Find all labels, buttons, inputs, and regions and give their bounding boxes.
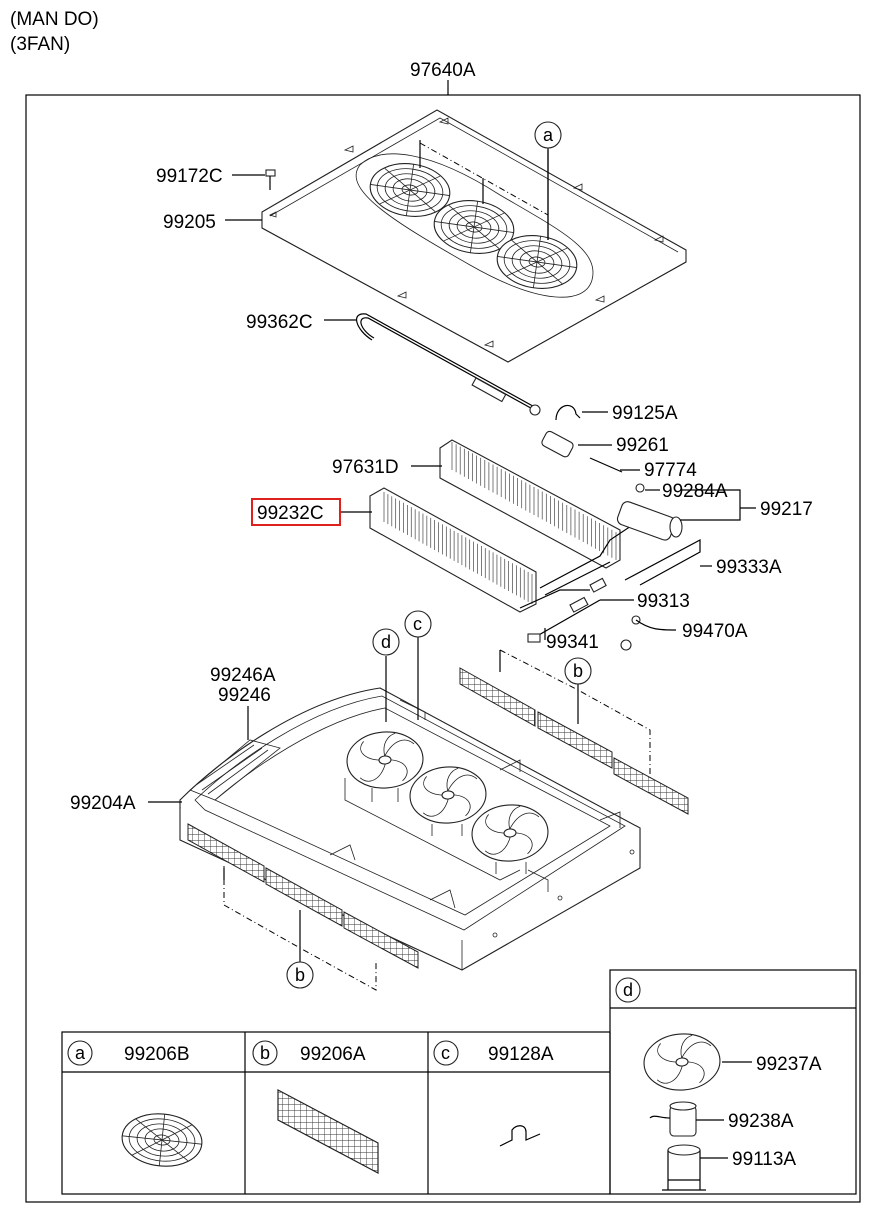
label-99246: 99246 [218,685,271,706]
legend-b-part: 99206A [300,1044,366,1065]
legend-d-part-3: 99113A [732,1149,796,1170]
receiver-99217 [616,483,683,541]
piping [519,519,701,643]
bolt-97774 [589,457,623,473]
legend-c-key: c [441,1043,450,1063]
label-99284A: 99284A [662,481,728,502]
label-99217: 99217 [760,499,813,520]
legend-d-part-2: 99238A [728,1111,794,1132]
grille-set-lower [187,823,419,969]
legend-b-key: b [260,1043,270,1063]
leader-lines [148,150,756,991]
clamp-99125A [555,404,581,421]
drier-99261 [541,430,574,458]
header-notes: (MAN DO) (3FAN) [10,9,99,55]
bolt-99172C [265,169,276,190]
callout-c: c [413,614,422,634]
label-99362C: 99362C [246,312,313,333]
nut-99470A [620,639,632,651]
label-99232C[interactable]: 99232C [257,503,324,524]
legend-c-part: 99128A [488,1044,554,1065]
pipe-99362C [356,313,541,416]
legend-a-key: a [75,1043,86,1063]
label-99470A: 99470A [682,621,748,642]
top-cover [261,109,687,363]
label-97640A: 97640A [410,60,476,81]
label-99204A: 99204A [70,793,136,814]
lower-housing [179,687,641,971]
callout-b-lower: b [295,965,305,985]
callout-circles [286,121,592,989]
label-97631D: 97631D [332,457,399,478]
legend-a-part: 99206B [124,1044,190,1065]
callout-b-upper: b [573,661,583,681]
callout-a-top: a [543,125,554,145]
label-99261: 99261 [616,435,669,456]
label-99313: 99313 [637,591,690,612]
label-99333A: 99333A [716,557,782,578]
legend-d-key: d [623,980,633,1000]
header-line-2: (3FAN) [10,34,70,55]
callout-d: d [381,632,391,652]
label-99172C: 99172C [156,166,223,187]
label-99246A: 99246A [210,665,276,686]
label-99205: 99205 [163,212,216,233]
grille-set-upper [459,667,689,815]
assembly-frame [25,94,861,1203]
legend-table [61,969,857,1195]
label-99125A: 99125A [612,403,678,424]
highlight-box-99232C [251,498,341,526]
label-99341: 99341 [546,632,599,653]
header-line-1: (MAN DO) [10,9,99,30]
legend-d-part-1: 99237A [756,1054,822,1075]
label-97774: 97774 [644,460,697,481]
